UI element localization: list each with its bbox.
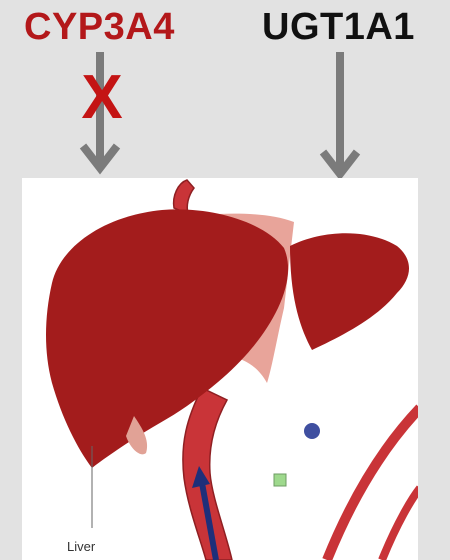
ugt1a1-arrow — [323, 52, 357, 174]
inhibition-x-mark: X — [81, 63, 122, 132]
vena-cava-top — [174, 180, 194, 214]
molecule-square — [274, 474, 286, 486]
portal-vein — [183, 388, 232, 560]
liver-illustration-panel: Liver — [22, 178, 418, 560]
liver-caption: Liver — [67, 539, 95, 554]
hepatic-artery — [327, 408, 418, 560]
hepatic-vessel — [382, 488, 418, 560]
arrows-overlay: X — [0, 0, 450, 185]
liver-illustration — [22, 178, 418, 560]
molecule-dot — [304, 423, 320, 439]
liver-right-lobe — [290, 233, 409, 350]
liver-left-lobe — [46, 209, 288, 468]
